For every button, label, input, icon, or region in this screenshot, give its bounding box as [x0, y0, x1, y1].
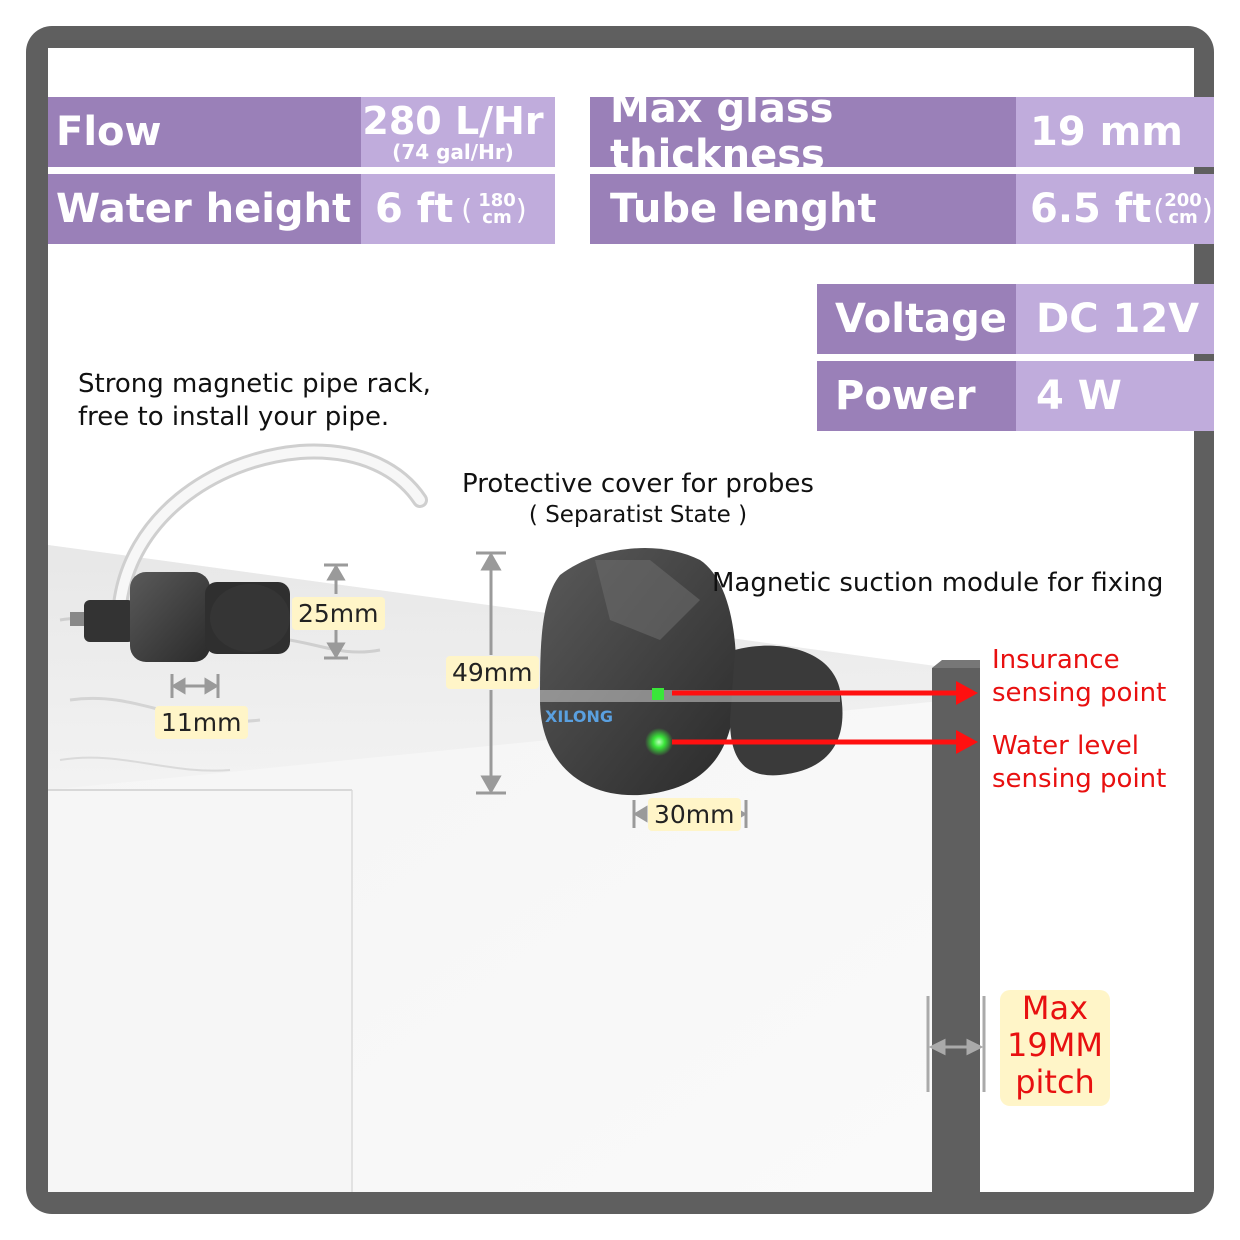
spec-water-height-label: Water height: [48, 174, 361, 244]
svg-text:XILONG: XILONG: [545, 707, 613, 726]
water-level-note-line2: sensing point: [992, 763, 1167, 794]
spec-voltage-value: DC 12V: [1016, 284, 1214, 354]
spec-water-height-value: 6 ft ( 180 cm ): [361, 174, 555, 244]
spec-flow-main: 280 L/Hr: [362, 99, 544, 143]
dimension-30mm: 30mm: [648, 798, 741, 831]
water-level-note-line1: Water level: [992, 731, 1139, 761]
spec-max-glass-value: 19 mm: [1016, 97, 1214, 167]
spec-water-height-frac-bottom: cm: [482, 207, 512, 228]
glass-wall: [932, 668, 980, 1192]
cover-note: Protective cover for probes ( Separatist…: [430, 468, 846, 529]
max-pitch-line3: pitch: [1015, 1063, 1095, 1101]
max-pitch-line1: Max: [1021, 989, 1089, 1027]
dimension-49mm-line: [476, 551, 506, 795]
dimension-pitch-line: [926, 996, 986, 1092]
insurance-note: Insurance sensing point: [992, 644, 1166, 709]
spec-tube-length-main: 6.5 ft: [1030, 186, 1152, 232]
insurance-arrow: [672, 681, 978, 705]
pipe-rack-note-line2: free to install your pipe.: [78, 401, 390, 432]
water-level-arrow: [672, 730, 978, 754]
spec-water-height-fraction: 180 cm: [478, 189, 516, 228]
spec-flow-sub: (74 gal/Hr): [392, 140, 514, 164]
water-level-note: Water level sensing point: [992, 730, 1166, 795]
magnetic-module-note: Magnetic suction module for fixing: [712, 568, 1164, 598]
insurance-sensor-led: [652, 688, 664, 700]
max-pitch-line2: 19MM: [1007, 1026, 1103, 1064]
dimension-11mm-line: [170, 674, 220, 698]
spec-flow-label: Flow: [48, 97, 361, 167]
dimension-25mm-line: [324, 563, 348, 660]
spec-power-label: Power: [817, 361, 1016, 431]
spec-max-glass: Max glass thickness 19 mm: [590, 86, 1214, 178]
cover-note-line2: ( Separatist State ): [528, 501, 748, 528]
max-pitch-badge: Max 19MM pitch: [1000, 990, 1110, 1106]
spec-tube-length-fraction: 200 cm: [1164, 189, 1202, 228]
dimension-49mm: 49mm: [446, 656, 539, 689]
spec-tube-length-frac-top: 200: [1164, 189, 1202, 211]
cover-note-line1: Protective cover for probes: [462, 469, 814, 499]
spec-power: Power 4 W: [817, 361, 1214, 431]
spec-tube-length-value: 6.5 ft ( 200 cm ): [1016, 174, 1214, 244]
spec-water-height-main: 6 ft: [375, 186, 454, 232]
spec-flow-value: 280 L/Hr (74 gal/Hr): [361, 97, 555, 167]
spec-tube-length-label: Tube lenght: [590, 174, 1016, 244]
spec-water-height-frac-top: 180: [478, 189, 516, 211]
spec-tube-length-frac-bottom: cm: [1168, 207, 1198, 228]
spec-tube-length: Tube lenght 6.5 ft ( 200 cm ): [590, 174, 1214, 244]
magnetic-pipe-rack: [70, 443, 428, 662]
spec-max-glass-label: Max glass thickness: [590, 86, 1016, 178]
spec-flow: Flow 280 L/Hr (74 gal/Hr): [48, 97, 555, 167]
insurance-note-line1: Insurance: [992, 645, 1120, 675]
spec-water-height: Water height 6 ft ( 180 cm ): [48, 174, 555, 244]
spec-voltage: Voltage DC 12V: [817, 284, 1214, 354]
pipe-rack-note-line1: Strong magnetic pipe rack,: [78, 369, 431, 399]
insurance-note-line2: sensing point: [992, 677, 1167, 708]
dimension-11mm: 11mm: [155, 706, 248, 739]
spec-power-value: 4 W: [1016, 361, 1214, 431]
pipe-rack-note: Strong magnetic pipe rack, free to insta…: [78, 368, 431, 433]
water-level-sensor-led: [645, 728, 673, 756]
spec-voltage-label: Voltage: [817, 284, 1016, 354]
dimension-25mm: 25mm: [292, 597, 385, 630]
